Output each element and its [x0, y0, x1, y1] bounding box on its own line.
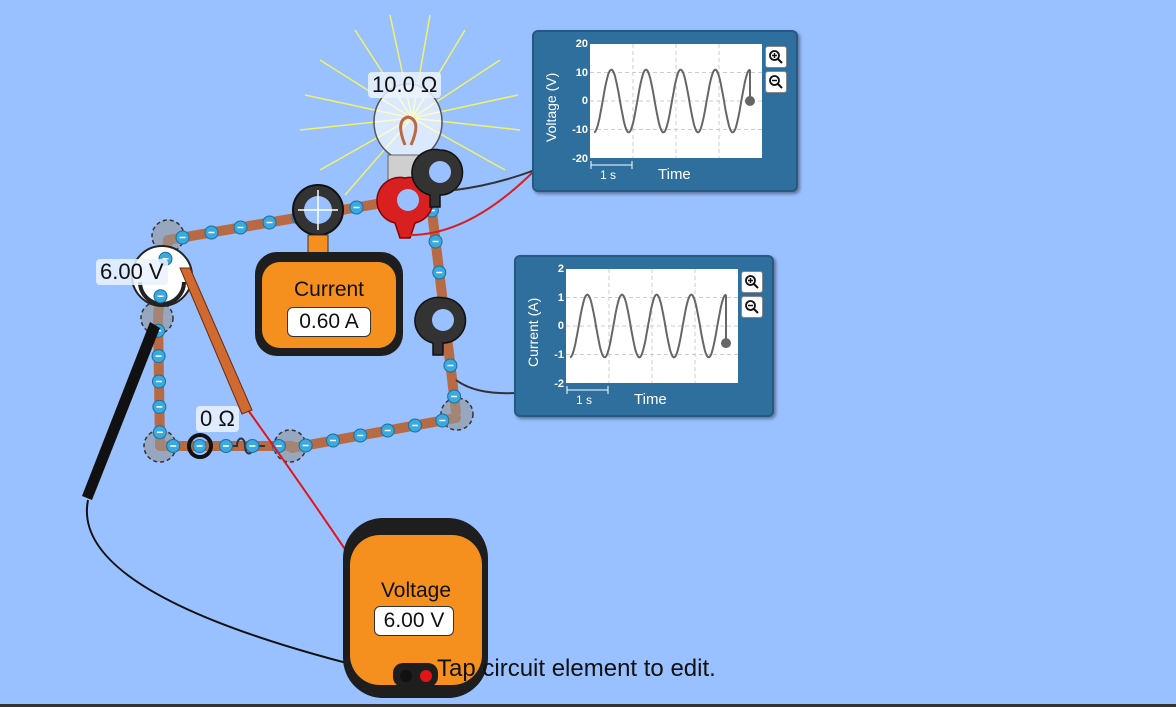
trace-line — [569, 293, 727, 359]
ammeter[interactable]: Current 0.60 A — [262, 262, 396, 348]
voltage-chart-zoom-in[interactable] — [765, 46, 787, 68]
voltmeter-reading: 6.00 V — [374, 606, 454, 636]
current-chart-ytick: 1 — [557, 292, 564, 304]
zoom-out-icon — [769, 75, 783, 89]
voltage-chart-ytick: 10 — [575, 67, 588, 79]
current-chart-scale-label: 1 s — [576, 393, 593, 407]
voltage-chart-ylabel: Voltage (V) — [543, 72, 559, 142]
voltmeter-title: Voltage — [380, 579, 452, 602]
battery-voltage-label[interactable]: 6.00 V — [96, 259, 168, 285]
chart-leads — [409, 169, 536, 395]
bottom-border — [0, 704, 1176, 707]
zoom-out-icon — [745, 300, 759, 314]
voltage-chart[interactable]: Voltage (V) 20 10 0 -10 -20 1 s Time — [532, 30, 798, 192]
current-chart-plot — [566, 269, 738, 383]
current-chart-ytick: 2 — [557, 263, 564, 275]
trace-endpoint — [721, 338, 731, 349]
current-chart[interactable]: Current (A) 2 1 0 -1 -2 1 s Time — [514, 255, 774, 417]
electrons — [151, 195, 462, 453]
bulb-resistance-label[interactable]: 10.0 Ω — [368, 72, 442, 98]
switch-resistance-label[interactable]: 0 Ω — [196, 406, 239, 432]
voltage-chart-plot — [590, 44, 762, 158]
voltage-chart-ytick: -20 — [572, 153, 588, 165]
current-chart-ytick: -1 — [554, 349, 564, 361]
current-chart-probe[interactable] — [414, 296, 467, 356]
ammeter-reading: 0.60 A — [287, 307, 371, 337]
voltmeter-probe-red[interactable] — [179, 267, 253, 415]
current-chart-ylabel: Current (A) — [525, 297, 541, 367]
zoom-in-icon — [745, 275, 759, 289]
voltage-chart-ytick: -10 — [572, 124, 588, 136]
voltage-chart-zoom-out[interactable] — [765, 71, 787, 93]
voltage-chart-ytick: 0 — [581, 95, 588, 107]
trace-line — [593, 68, 751, 134]
current-chart-zoom-in[interactable] — [741, 271, 763, 293]
voltage-chart-scale-label: 1 s — [600, 168, 617, 182]
current-chart-ytick: -2 — [554, 378, 564, 390]
ammeter-probe[interactable] — [292, 184, 344, 256]
voltmeter[interactable]: Voltage 6.00 V — [350, 535, 482, 655]
ammeter-title: Current — [293, 278, 365, 301]
current-chart-ytick: 0 — [557, 320, 564, 332]
edit-hint: Tap circuit element to edit. — [437, 655, 716, 682]
chart-probe-black[interactable] — [411, 148, 464, 208]
voltage-chart-ytick: 20 — [575, 38, 588, 50]
current-chart-scalebar — [566, 386, 609, 394]
voltage-chart-xlabel: Time — [658, 166, 691, 183]
voltmeter-probe-black[interactable] — [82, 322, 160, 500]
zoom-in-icon — [769, 50, 783, 64]
current-chart-zoom-out[interactable] — [741, 296, 763, 318]
current-chart-xlabel: Time — [634, 391, 667, 408]
voltage-chart-scalebar — [590, 161, 633, 169]
